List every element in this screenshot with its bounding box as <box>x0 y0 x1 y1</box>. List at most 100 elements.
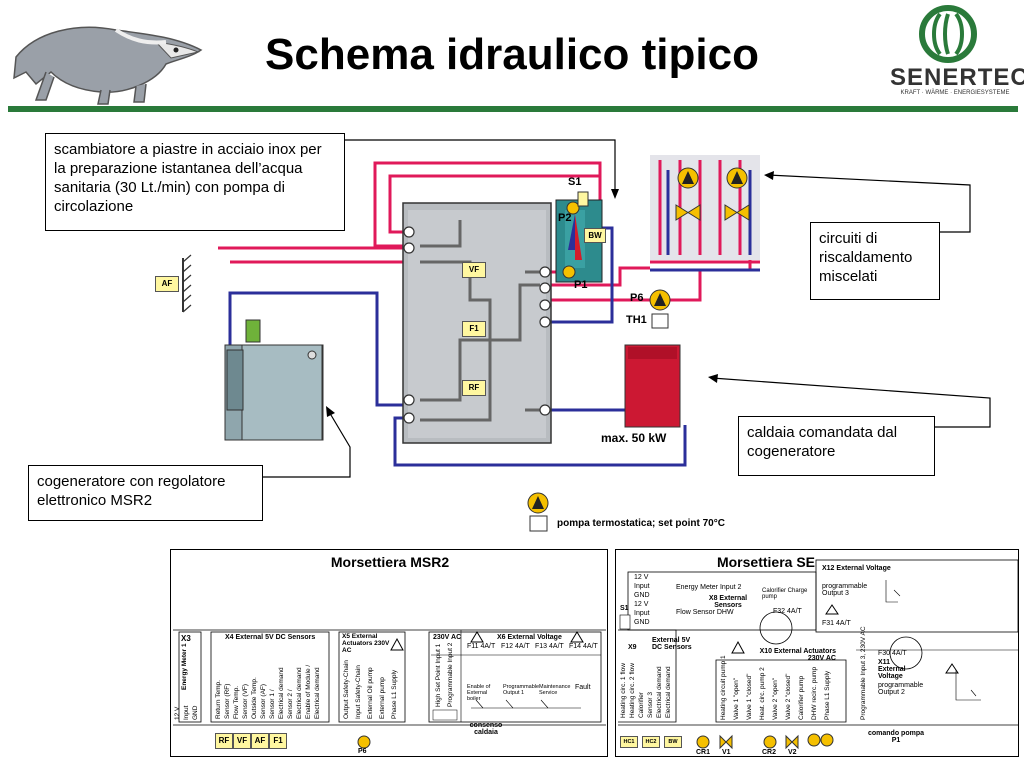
x3-label: X3 <box>181 634 191 643</box>
rf-sensor: RF <box>462 380 486 396</box>
se-x11: X11 External Voltage <box>878 659 906 680</box>
se-x9-pin-1: Heating circ. 2 flow <box>629 663 636 718</box>
badger-logo <box>13 26 203 105</box>
x5-pin-0: Output Safety-Chain <box>343 660 350 719</box>
se-s1: S1 <box>620 605 629 612</box>
x5-pin-1: Input Safety-Chain <box>355 665 362 719</box>
x4-pin-8: Sensor 2 / <box>287 689 294 719</box>
bottom-af: AF <box>251 733 269 749</box>
se-bottom-bw: BW <box>664 736 682 748</box>
x6-sub-2: Maintenance Service <box>539 684 571 696</box>
se-flow-dhw: Flow Sensor DHW <box>676 609 734 616</box>
se-prog2: programmable Output 2 <box>878 682 924 696</box>
se-x9-pin-4: Electrical demand <box>656 666 663 718</box>
x4-pin-5: Sensor (AF) <box>260 683 267 719</box>
senertec-logo-tagline: KRAFT · WÄRME · ENERGIESYSTEME <box>900 90 1010 96</box>
th1-label: TH1 <box>626 314 647 326</box>
se-x10-pin-0: Heating circuit pump 1 <box>720 655 727 720</box>
bottom-vf: VF <box>233 733 251 749</box>
se-x10-pin-3: Heat. circ. pump 2 <box>759 667 766 720</box>
se-em2-pin-2: GND <box>634 592 650 599</box>
se-prog-in: Programmable Input 3, 230V AC <box>860 626 867 720</box>
x4-pin-6: Sensor 1 / <box>269 689 276 719</box>
x6-head: 230V AC <box>433 634 462 641</box>
fuse-f13: F13 4A/T <box>535 643 564 650</box>
se-x9-pin-3: Sensor 3 <box>647 691 654 718</box>
msr2-title: Morsettiera MSR2 <box>330 554 450 570</box>
x4-pin-11: Electrical demand <box>314 667 321 719</box>
vf-sensor: VF <box>462 262 486 278</box>
terminal-msr2: Morsettiera MSR2 X3 Energy Meter 1 12 V … <box>170 549 608 757</box>
se-x10-pin-4: Valve 2 "open" <box>772 677 779 720</box>
se-x9: X9 <box>628 644 637 651</box>
p6-label: P6 <box>630 292 644 304</box>
se-calorifier: Calorifier Charge pump <box>762 588 808 600</box>
senertec-logo-name: SENERTEC <box>890 64 1024 91</box>
se-x9-pin-5: Electrical demand <box>665 666 672 718</box>
msr2-board <box>173 629 606 749</box>
bottom-p6: P6 <box>358 748 367 755</box>
fuse-f12: F12 4A/T <box>501 643 530 650</box>
x4-pin-10: Enable of Module / <box>305 664 312 719</box>
x5-pin-3: External pump <box>379 677 386 719</box>
x4-pin-1: Sensor (RF) <box>224 683 231 719</box>
se-prog3: programmable Output 3 <box>822 583 868 597</box>
se-bottom-v2: V2 <box>788 749 797 756</box>
x4-label: X4 External 5V DC Sensors <box>225 634 316 641</box>
thermo-pump-legend: pompa termostatica; set point 70°C <box>557 518 725 529</box>
se-board <box>618 559 1019 750</box>
thermostat-th1-symbol <box>651 313 669 329</box>
se-bottom-hc2: HC2 <box>642 736 660 748</box>
se-x9-pin-2: Calorifier <box>638 691 645 718</box>
se-x9-title: External 5V DC Sensors <box>652 637 692 651</box>
se-em2-pin-1: Input <box>634 583 650 590</box>
fuse-f14: F14 4A/T <box>569 643 598 650</box>
x3-pin-2: GND <box>192 705 199 720</box>
senertec-logo-mark <box>919 5 977 63</box>
se-bottom-hc1: HC1 <box>620 736 638 748</box>
callout-exchanger: scambiatore a piastre in acciaio inox pe… <box>45 133 345 231</box>
callout-boiler: caldaia comandata dal cogeneratore <box>738 416 935 476</box>
se-x10-pin-5: Valve 2 "closed" <box>785 673 792 720</box>
x4-pin-4: Outside Temp. <box>251 677 258 719</box>
se-x10-pin-6: Calorifier pump <box>798 675 805 720</box>
se-x10-pin-1: Valve 1 "open" <box>733 677 740 720</box>
x5-pin-4: Phase L1 Supply <box>391 669 398 719</box>
max-kw-label: max. 50 kW <box>601 431 667 445</box>
header-rule <box>8 106 1018 112</box>
se-bottom-cr1: CR1 <box>696 749 711 756</box>
se-title: Morsettiera SE <box>716 554 816 570</box>
callout-cogen: cogeneratore con regolatore elettronico … <box>28 465 263 521</box>
page-title: Schema idraulico tipico <box>265 30 759 79</box>
f1-sensor: F1 <box>462 321 486 337</box>
x6-sub-0: Enable of External boiler <box>467 684 491 702</box>
x4-pin-0: Return Temp. <box>215 680 222 719</box>
terminal-se: Morsettiera SE 12 V Input GND 12 V Input… <box>615 549 1019 757</box>
se-comando: comando pompa P1 <box>867 730 924 744</box>
se-bottom-v1: V1 <box>722 749 731 756</box>
se-bottom-cr2: CR2 <box>762 749 777 756</box>
se-f31: F31 4A/T <box>822 620 851 627</box>
x5-label: X5 External Actuators 230V AC <box>342 633 390 654</box>
se-f32: F32 4A/T <box>773 608 802 615</box>
se-em2-pin-5: GND <box>634 619 650 626</box>
x4-pin-7: Electrical demand <box>278 667 285 719</box>
se-x10-pin-8: Phase L1 Supply <box>824 670 831 720</box>
se-x10: X10 External Actuators 230V AC <box>759 648 836 662</box>
x6-pin-0: High Set Point Input 1 <box>435 643 442 707</box>
fuse-f11: F11 4A/T <box>467 643 496 650</box>
bw-sensor: BW <box>584 228 606 243</box>
x4-pin-9: Electrical demand <box>296 667 303 719</box>
x6-label: X6 External Voltage <box>497 634 562 641</box>
se-em2-pin-4: Input <box>634 610 650 617</box>
se-x9-pin-0: Heating circ. 1 flow <box>620 663 627 718</box>
se-f30: F30 4A/T <box>878 650 907 657</box>
se-em2-pin-0: 12 V <box>634 574 649 581</box>
consenso-caldaia: consenso caldaia <box>469 722 503 736</box>
s1-label: S1 <box>568 176 582 188</box>
bottom-f1: F1 <box>269 733 287 749</box>
x6-sub-3: Fault <box>575 684 591 691</box>
se-em2-pin-3: 12 V <box>634 601 649 608</box>
se-x8-label: X8 External Sensors <box>708 595 748 609</box>
x3-pin-0: 12 V <box>174 706 181 720</box>
